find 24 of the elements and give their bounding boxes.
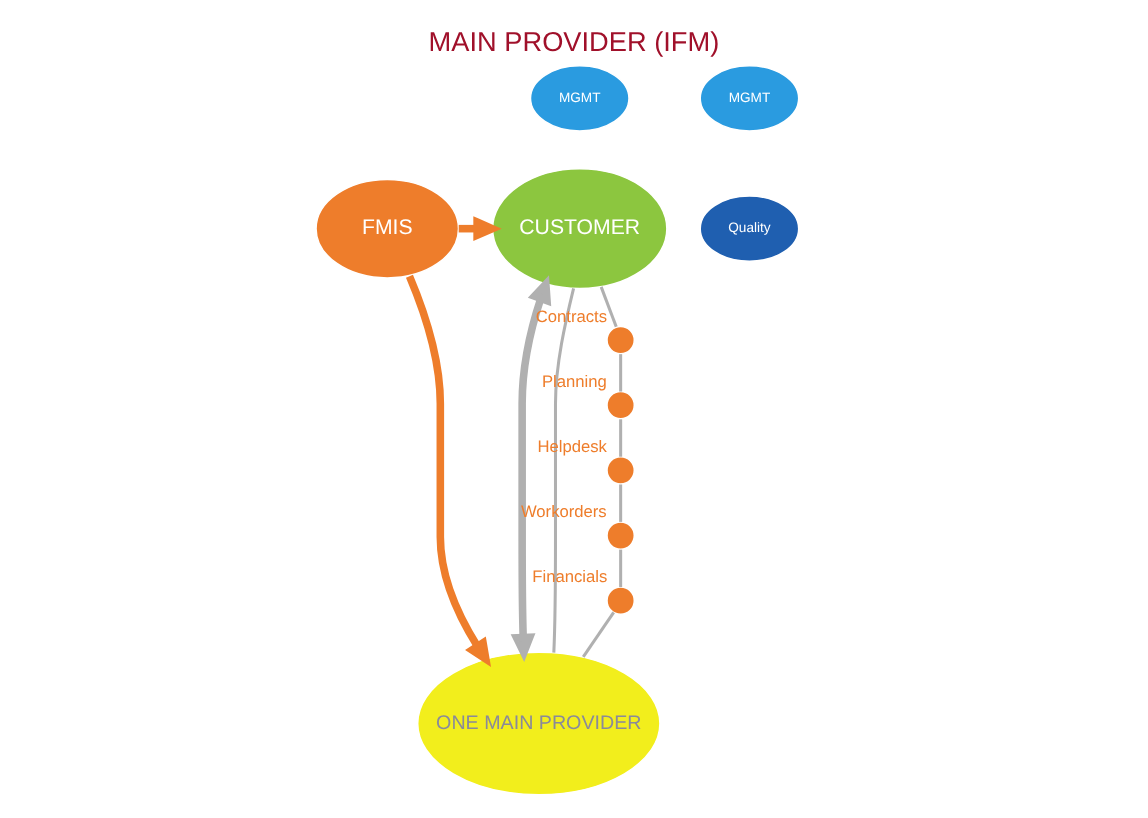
node-label: Financials — [532, 566, 608, 587]
node-circle — [606, 586, 636, 616]
node-label: Planning — [542, 370, 607, 391]
node-label: Helpdesk — [537, 435, 607, 456]
arrow — [510, 275, 552, 663]
connector — [619, 549, 623, 588]
connector — [552, 288, 576, 653]
node-circle — [606, 390, 636, 420]
node-label: Workorders — [520, 501, 607, 522]
connector — [619, 419, 623, 457]
node-circle — [606, 455, 636, 485]
node-ellipse: CUSTOMER — [491, 168, 668, 290]
connector — [619, 354, 623, 392]
diagram-title: MAIN PROVIDER (IFM) — [428, 27, 720, 58]
node-circle — [606, 325, 636, 355]
node-ellipse: FMIS — [315, 178, 460, 279]
connector — [619, 484, 623, 522]
arrow — [405, 274, 492, 667]
node-circle — [606, 521, 636, 550]
node-label: Contracts — [535, 305, 608, 326]
connector — [599, 286, 618, 328]
arrow — [458, 216, 502, 242]
node-ellipse: ONE MAIN PROVIDER — [416, 651, 661, 796]
connector — [582, 611, 615, 658]
